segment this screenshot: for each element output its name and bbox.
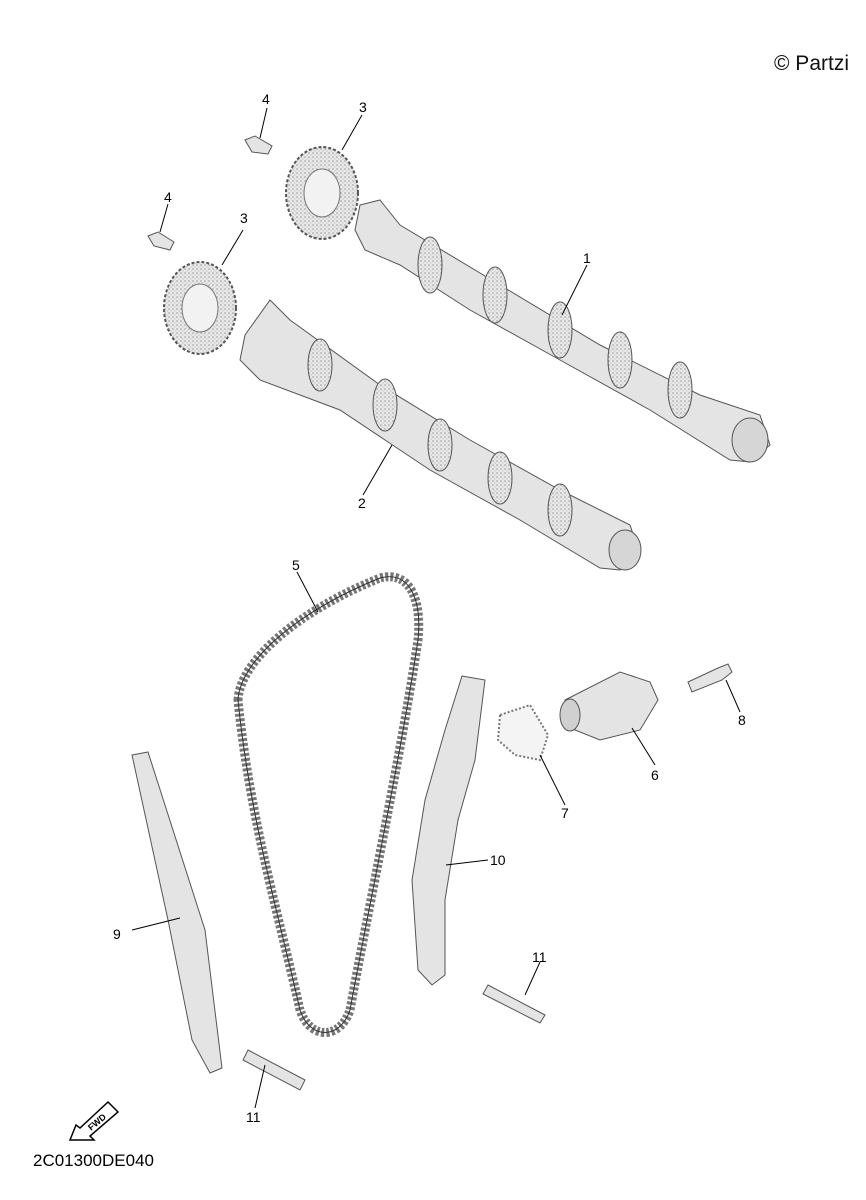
callout-3-lower: 3 bbox=[240, 210, 248, 226]
callout-10: 10 bbox=[490, 852, 506, 868]
callout-4-upper: 4 bbox=[262, 91, 270, 107]
callout-2: 2 bbox=[358, 495, 366, 511]
chain-guide-10[interactable] bbox=[411, 675, 486, 986]
callout-9: 9 bbox=[113, 926, 121, 942]
guide-pin-lower[interactable] bbox=[242, 1049, 306, 1091]
tensioner-gasket[interactable] bbox=[496, 703, 550, 762]
callout-1: 1 bbox=[583, 250, 591, 266]
tensioner-bolt[interactable] bbox=[687, 663, 733, 693]
callout-5: 5 bbox=[292, 557, 300, 573]
sprocket-bolt-upper[interactable] bbox=[244, 135, 273, 155]
fwd-arrow-icon: FWD bbox=[68, 1100, 120, 1141]
leader-lines bbox=[131, 107, 741, 1109]
camshaft-1[interactable] bbox=[354, 199, 771, 463]
callout-11-lower: 11 bbox=[246, 1109, 261, 1125]
diagram-code: 2C01300DE040 bbox=[33, 1151, 154, 1170]
callout-7: 7 bbox=[561, 805, 569, 821]
callout-3-upper: 3 bbox=[359, 99, 367, 115]
cam-sprocket-upper[interactable] bbox=[285, 146, 359, 240]
copyright-text: © Partzi bbox=[774, 52, 849, 75]
chain-tensioner[interactable] bbox=[559, 671, 659, 741]
callout-4-lower: 4 bbox=[164, 189, 172, 205]
callout-8: 8 bbox=[738, 712, 746, 728]
cam-sprocket-lower[interactable] bbox=[163, 261, 237, 355]
callout-11-right: 11 bbox=[532, 949, 547, 965]
sprocket-bolt-lower[interactable] bbox=[147, 231, 175, 251]
callout-6: 6 bbox=[651, 767, 659, 783]
camshaft-2[interactable] bbox=[239, 299, 642, 571]
guide-pin-right[interactable] bbox=[482, 984, 546, 1024]
timing-chain[interactable] bbox=[233, 572, 424, 1037]
chain-guide-9[interactable] bbox=[131, 751, 223, 1074]
